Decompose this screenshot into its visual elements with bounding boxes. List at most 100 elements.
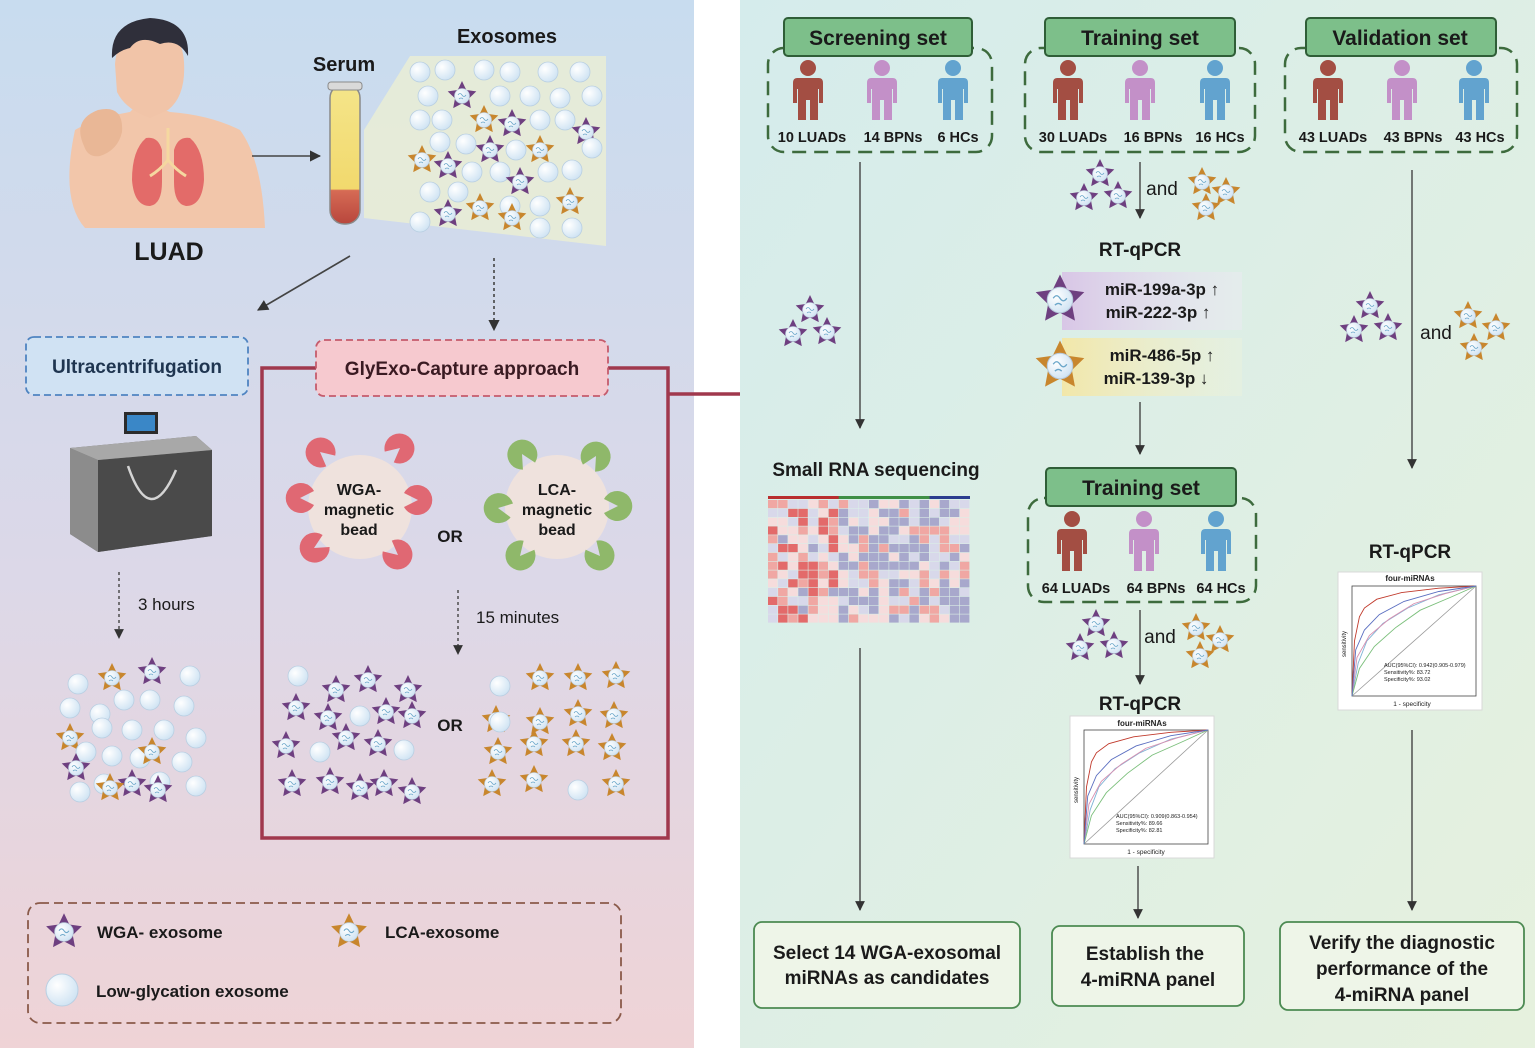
heatmap-cell (838, 561, 849, 570)
heatmap-cell (768, 526, 778, 535)
heatmap-cell (919, 517, 929, 526)
heatmap-cell (909, 508, 919, 517)
heatmap-cell (858, 517, 869, 526)
low-glycation-exosome (461, 161, 483, 183)
and-label-1: and (1146, 179, 1178, 200)
heatmap-cell (788, 614, 798, 623)
heatmap-cell (889, 552, 899, 561)
heatmap-cell (889, 561, 899, 570)
validation-set: Validation set 43 LUADs 43 BPNs 43 HCs (1283, 17, 1519, 154)
validation-set-header (1305, 17, 1497, 57)
heatmap-cell (879, 535, 889, 544)
heatmap-cell (909, 614, 919, 623)
heatmap-cell (919, 535, 929, 544)
heatmap-cell (869, 588, 879, 597)
heatmap-cell (879, 500, 889, 509)
sequencing-heatmap (768, 496, 970, 623)
validation-roc-curves (1351, 585, 1477, 697)
heatmap-cell (939, 517, 950, 526)
heatmap-cell (848, 508, 859, 517)
low-glycation-exosome (75, 741, 97, 763)
heatmap-cell (848, 614, 859, 623)
or-label-beads: OR (437, 527, 463, 546)
verify-line-3: 4-miRNA panel (1335, 985, 1469, 1006)
heatmap-cell (798, 552, 808, 561)
heatmap-cell (798, 570, 808, 579)
heatmap-cell (788, 570, 798, 579)
patient-figure (69, 18, 265, 228)
heatmap-cell (828, 596, 839, 605)
training-2-group-hc: 64 HCs (1196, 581, 1245, 597)
heatmap-cell (848, 605, 859, 614)
heatmap-cell (869, 579, 879, 588)
heatmap-cell (939, 500, 950, 509)
heatmap-cell (848, 561, 859, 570)
heatmap-cell (838, 526, 849, 535)
heatmap-cell (818, 570, 828, 579)
heatmap-cell (788, 508, 798, 517)
heatmap-cell (879, 561, 889, 570)
training-roc-auc: AUC(95%CI): 0.909(0.863-0.954) (1116, 814, 1198, 820)
heatmap-cell (828, 552, 839, 561)
heatmap-cell (818, 535, 828, 544)
heatmap-cell (808, 596, 818, 605)
low-glycation-exosome (447, 181, 469, 203)
heatmap-cell (808, 526, 818, 535)
low-glycation-exosome (581, 85, 603, 107)
heatmap-cell (929, 517, 940, 526)
low-glycation-exosome (489, 675, 511, 697)
heatmap-cell (929, 535, 940, 544)
heatmap-cell (919, 579, 929, 588)
heatmap-cell (949, 614, 960, 623)
heatmap-cell (858, 570, 869, 579)
low-glycation-exosome (173, 695, 195, 717)
heatmap-cell (909, 561, 919, 570)
wga-mirna-2: miR-222-3p ↑ (1106, 303, 1211, 322)
heatmap-cell (808, 535, 818, 544)
heatmap-cell (879, 526, 889, 535)
heatmap-cell (909, 526, 919, 535)
ultracentrifugation-box (25, 336, 249, 396)
heatmap-cell (869, 596, 879, 605)
heatmap-cell (808, 605, 818, 614)
low-glycation-exosome (549, 87, 571, 109)
heatmap-cell (808, 614, 818, 623)
heatmap-cell (949, 544, 960, 553)
verify-line-2: performance of the (1316, 959, 1488, 980)
heatmap-cell (959, 517, 970, 526)
heatmap-cell (858, 526, 869, 535)
heatmap-cell (768, 561, 778, 570)
heatmap-cell (818, 588, 828, 597)
heatmap-cell (879, 570, 889, 579)
heatmap-cell (798, 561, 808, 570)
heatmap-cell (808, 552, 818, 561)
heatmap-cell (798, 517, 808, 526)
heatmap-cell (808, 517, 818, 526)
validation-roc-ylabel: sensitivity (1342, 631, 1348, 657)
heatmap-cell (949, 500, 960, 509)
heatmap-cell (919, 605, 929, 614)
heatmap-cell (919, 596, 929, 605)
serum-tube-icon (327, 81, 363, 225)
heatmap-cell (768, 596, 778, 605)
rtqpcr-label-3: RT-qPCR (1369, 542, 1452, 563)
heatmap-cell (798, 605, 808, 614)
low-glycation-exosome (561, 159, 583, 181)
validation-roc-plot: four-miRNAs sensitivity 1 - specificity … (1337, 571, 1483, 711)
heatmap-cell (939, 508, 950, 517)
heatmap-cell (929, 508, 940, 517)
heatmap-cell (889, 544, 899, 553)
heatmap-cell (788, 526, 798, 535)
heatmap-cell (788, 588, 798, 597)
heatmap-cell (919, 588, 929, 597)
ultracentrifuge-icon (70, 412, 212, 552)
legend-box (27, 902, 622, 1024)
heatmap-cell (828, 561, 839, 570)
low-glycation-exosome (473, 59, 495, 81)
wga-mirna-1: miR-199a-3p ↑ (1105, 280, 1219, 299)
heatmap-cell (889, 614, 899, 623)
low-glycation-exosome (429, 131, 451, 153)
heatmap-cell (788, 561, 798, 570)
heatmap-cell (949, 588, 960, 597)
